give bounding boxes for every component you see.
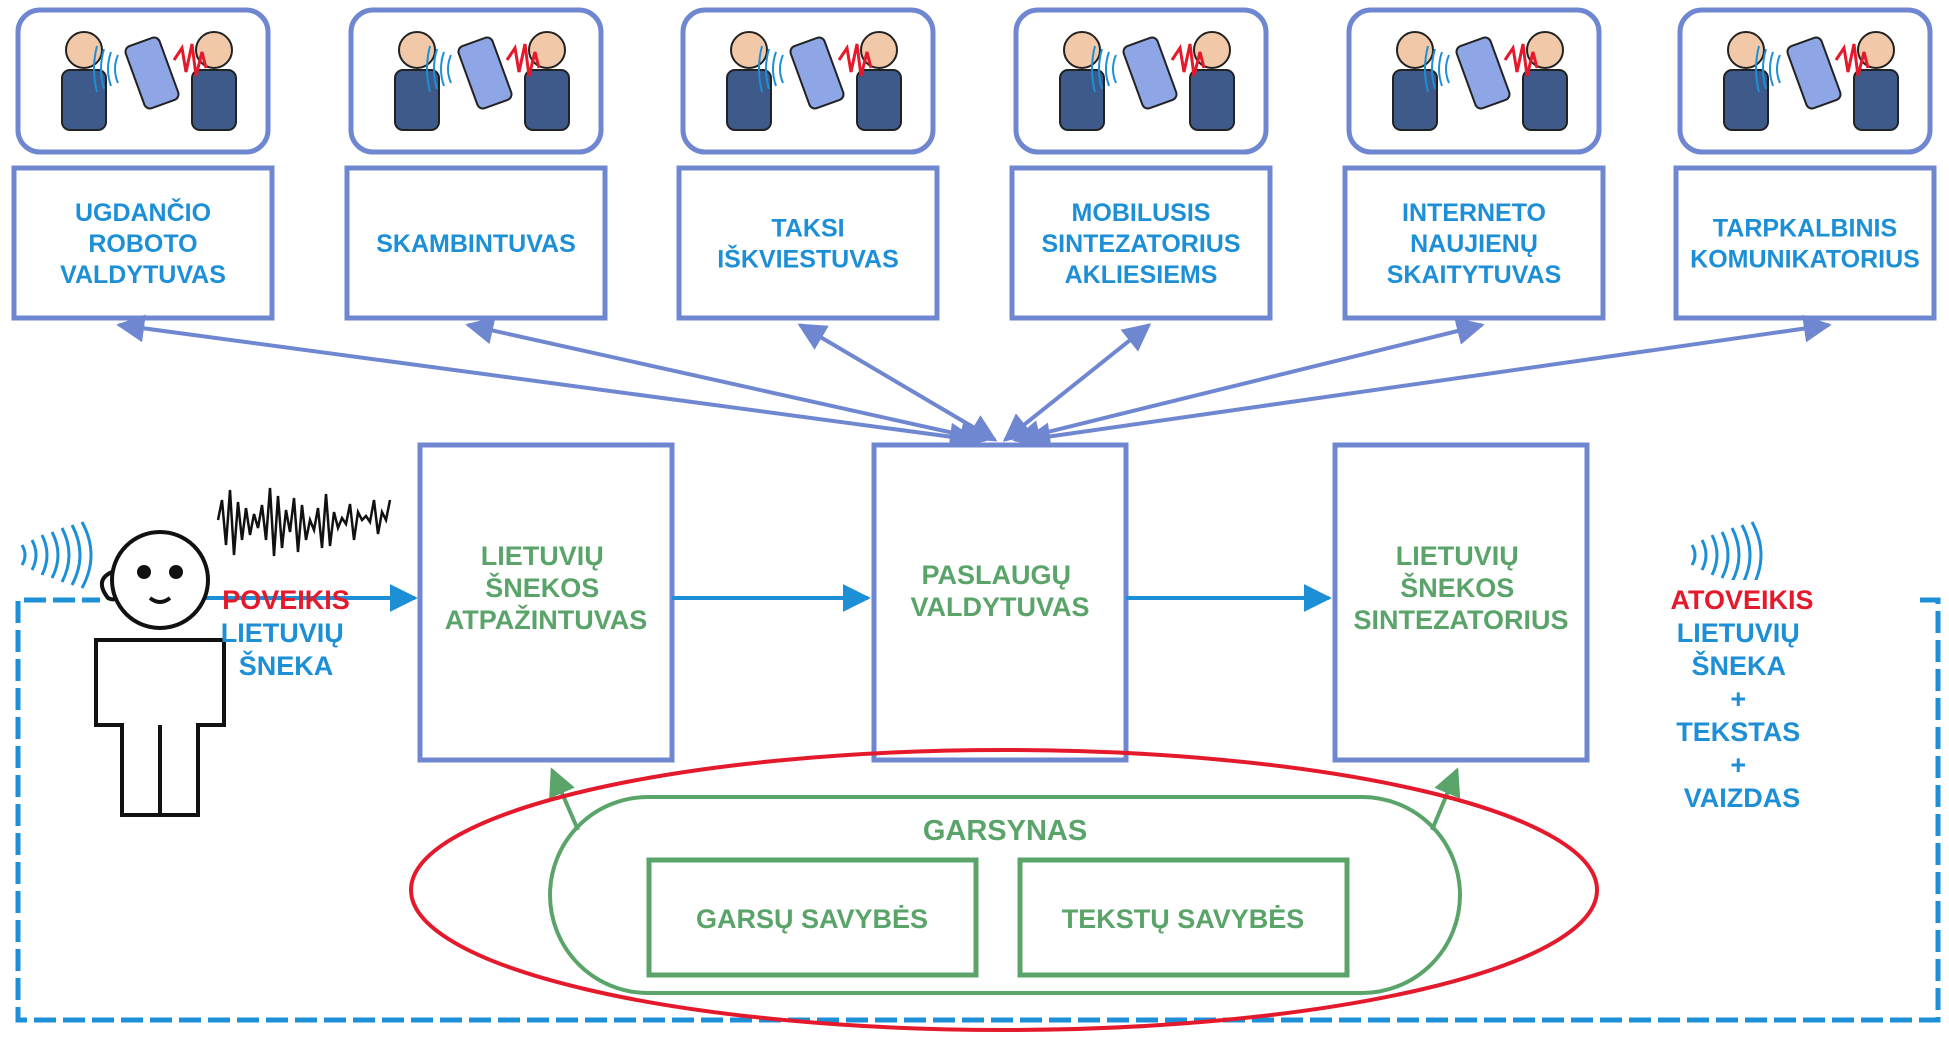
news-reader-scene-icon [1346, 7, 1602, 155]
output-label: LIETUVIŲ ŠNEKA + TEKSTAS + VAIZDAS [1676, 618, 1808, 813]
sound-waves-left-icon [20, 521, 93, 589]
fan-arrow-translator [1022, 314, 1832, 451]
synthesizer-label: LIETUVIŲ ŠNEKOS SINTEZATORIUS [1353, 541, 1568, 635]
synthesizer-box [1332, 442, 1590, 763]
blind-user-phone-scene-icon [1013, 7, 1269, 155]
service-controller-label: PASLAUGŲ VALDYTUVAS [910, 560, 1089, 622]
database-item-sound-box [646, 857, 979, 978]
phone-call-scene-icon [348, 7, 604, 155]
sound-waves-right-icon [1690, 521, 1763, 589]
fan-arrow-taxi [797, 323, 998, 442]
app-label-phone: SKAMBINTUVAS [376, 230, 576, 258]
service-controller-box [871, 442, 1129, 763]
input-label: LIETUVIŲ ŠNEKA [221, 618, 352, 681]
recognizer-box [417, 442, 675, 763]
database-to-synthesizer-arrow [1430, 767, 1461, 831]
guide-robot-scene-icon [15, 7, 271, 155]
database-item-text-label: TEKSTŲ SAVYBĖS [1062, 904, 1305, 934]
database-title: GARSYNAS [923, 815, 1087, 847]
database-to-recognizer-arrow [549, 767, 580, 831]
speech-waveform-icon [216, 487, 392, 557]
fan-arrow-news [1012, 317, 1485, 448]
database-item-text-box [1017, 857, 1350, 978]
taxi-call-scene-icon [680, 7, 936, 155]
translator-scene-icon [1677, 7, 1933, 155]
recognizer-label: LIETUVIŲ ŠNEKOS ATPAŽINTUVAS [445, 541, 648, 635]
database-item-sound-label: GARSŲ SAVYBĖS [696, 904, 928, 934]
output-title: ATOVEIKIS [1670, 585, 1813, 615]
feedback-loop-dashed-line [15, 597, 1941, 1023]
highlight-ellipse [409, 748, 1599, 1032]
input-title: POVEIKIS [222, 585, 350, 615]
app-box-phone: SKAMBINTUVAS [344, 165, 608, 321]
speaking-person-icon [94, 530, 226, 817]
